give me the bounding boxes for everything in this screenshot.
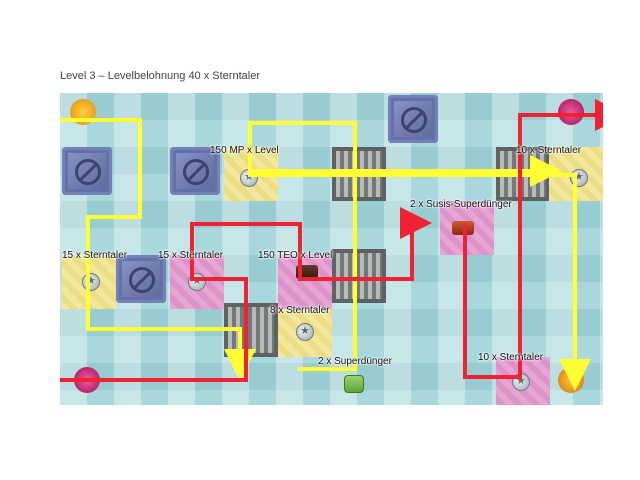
yellow-route — [248, 121, 591, 391]
fertilizer-icon — [344, 375, 364, 393]
reward-label-sterntaler: 8 x Sterntaler — [270, 305, 330, 316]
reward-label-sterntaler: 15 x Sterntaler — [62, 250, 128, 261]
seed-icon — [558, 99, 584, 125]
no-entry-icon — [388, 95, 438, 143]
reward-label-sterntaler: 15 x Sterntaler — [158, 250, 224, 261]
route-arrows — [60, 99, 603, 391]
reward-label-teo: 150 TEO x Level — [258, 250, 333, 261]
no-entry-icon — [62, 147, 112, 195]
reward-tile — [278, 255, 332, 309]
no-entry-icon — [170, 147, 220, 195]
no-entry-icon — [116, 255, 166, 303]
reward-label-mp: 150 MP x Level — [210, 145, 279, 156]
red-route — [463, 99, 603, 379]
game-board: 150 MP x Level 10 x Sterntaler 2 x Susis… — [60, 93, 603, 405]
yellow-route — [60, 118, 256, 381]
red-route — [60, 207, 432, 382]
grate-obstacle-icon — [332, 249, 386, 303]
page-title: Level 3 – Levelbelohnung 40 x Sterntaler — [60, 70, 260, 82]
reward-label-sterntaler: 10 x Sterntaler — [516, 145, 582, 156]
reward-label-sterntaler: 10 x Sterntaler — [478, 352, 544, 363]
reward-label-susis: 2 x Susis-Superdünger — [410, 199, 512, 210]
reward-label-superduenger: 2 x Superdünger — [318, 356, 392, 367]
sterntaler-coin-icon — [296, 323, 314, 341]
